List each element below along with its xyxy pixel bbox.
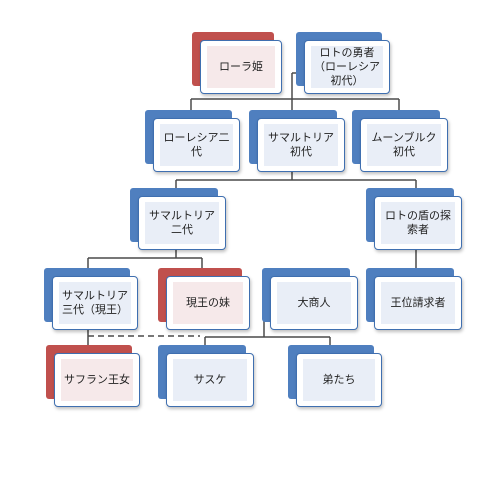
node-box: サマルトリア三代（現王）	[52, 276, 138, 330]
node-brothers: 弟たち	[288, 345, 382, 407]
node-box: 現王の妹	[166, 276, 250, 330]
node-box: ロトの勇者 （ローレシア初代）	[304, 40, 390, 94]
node-box: サマルトリア初代	[257, 118, 345, 172]
node-saffron: サフラン王女	[46, 345, 140, 407]
node-box: 弟たち	[296, 353, 382, 407]
node-roto-shield: ロトの盾の探索者	[366, 188, 462, 250]
node-samaltria2: サマルトリア二代	[130, 188, 226, 250]
node-label: 弟たち	[303, 359, 375, 401]
node-lorasia2: ローレシア二代	[145, 110, 240, 172]
node-box: サフラン王女	[54, 353, 140, 407]
node-label: ロトの勇者 （ローレシア初代）	[311, 46, 383, 88]
node-samaltria1: サマルトリア初代	[249, 110, 345, 172]
node-label: サマルトリア初代	[264, 124, 338, 166]
node-claimant: 王位請求者	[366, 268, 462, 330]
node-moonbrooke1: ムーンブルク初代	[352, 110, 448, 172]
node-label: 大商人	[277, 282, 351, 324]
node-box: サスケ	[166, 353, 254, 407]
node-box: 大商人	[270, 276, 358, 330]
node-laura: ローラ姫	[192, 32, 282, 94]
node-label: ローラ姫	[207, 46, 275, 88]
node-box: ロトの盾の探索者	[374, 196, 462, 250]
node-label: ロトの盾の探索者	[381, 202, 455, 244]
node-label: 王位請求者	[381, 282, 455, 324]
node-merchant: 大商人	[262, 268, 358, 330]
node-roto-hero: ロトの勇者 （ローレシア初代）	[296, 32, 390, 94]
node-label: サマルトリア二代	[145, 202, 219, 244]
node-label: 現王の妹	[173, 282, 243, 324]
node-label: サフラン王女	[61, 359, 133, 401]
node-label: サスケ	[173, 359, 247, 401]
node-box: ローラ姫	[200, 40, 282, 94]
node-king-sister: 現王の妹	[158, 268, 250, 330]
node-label: サマルトリア三代（現王）	[59, 282, 131, 324]
node-sasuke: サスケ	[158, 345, 254, 407]
node-box: 王位請求者	[374, 276, 462, 330]
node-box: サマルトリア二代	[138, 196, 226, 250]
node-label: ローレシア二代	[160, 124, 233, 166]
node-samaltria3: サマルトリア三代（現王）	[44, 268, 138, 330]
node-box: ムーンブルク初代	[360, 118, 448, 172]
node-label: ムーンブルク初代	[367, 124, 441, 166]
node-box: ローレシア二代	[153, 118, 240, 172]
